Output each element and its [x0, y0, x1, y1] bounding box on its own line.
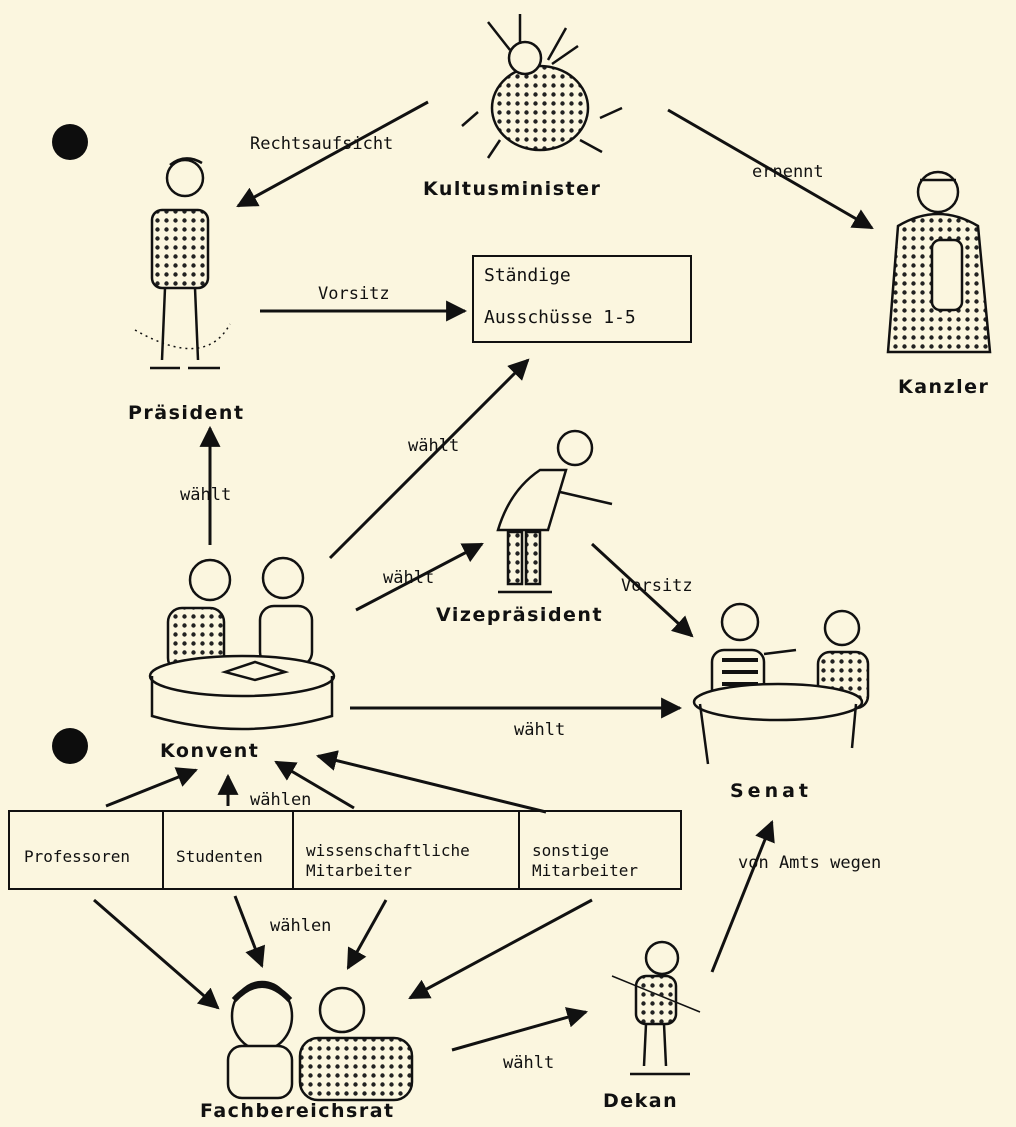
group-professoren: Professoren: [10, 812, 164, 888]
group-studenten-label: Studenten: [176, 847, 263, 866]
group-sonst-line2: Mitarbeiter: [532, 861, 638, 880]
group-professoren-label: Professoren: [24, 847, 130, 866]
edge-label-waehlt-praesident: wählt: [180, 485, 232, 505]
kanzler-cartoon: [886, 170, 992, 354]
arrow-ernennt: [667, 108, 874, 230]
arrow-sonstmit-fbr: [408, 898, 593, 1000]
senat-label: Senat: [730, 780, 813, 802]
vizepraesident-cartoon: [496, 429, 613, 594]
group-sonstige-mitarbeiter: sonstige Mitarbeiter: [518, 812, 680, 888]
group-wiss-mitarbeiter: wissenschaftliche Mitarbeiter: [292, 812, 520, 888]
kanzler-label: Kanzler: [898, 376, 990, 398]
edge-label-vorsitz-senat: Vorsitz: [621, 576, 693, 596]
binder-hole-top: [52, 124, 88, 160]
edge-label-ernennt: ernennt: [752, 162, 824, 182]
arrow-wissmit-konvent: [274, 760, 355, 810]
edge-label-von-amts-wegen: von Amts wegen: [738, 853, 882, 873]
arrow-professoren-konvent: [105, 767, 198, 808]
praesident-label: Präsident: [128, 402, 245, 424]
arrows: [93, 100, 874, 1052]
arrow-wissmit-fbr: [346, 899, 388, 970]
edge-label-vorsitz-ausschuesse: Vorsitz: [318, 284, 390, 304]
edge-label-waehlt-dekan: wählt: [503, 1053, 555, 1073]
arrow-waehlt-ausschuesse: [328, 358, 530, 560]
committee-title-line2: Ausschüsse 1-5: [484, 307, 636, 328]
edge-label-waehlen-fbr: wählen: [270, 916, 332, 936]
konvent-label: Konvent: [160, 740, 260, 762]
edge-label-rechtsaufsicht: Rechtsaufsicht: [250, 134, 394, 154]
konvent-cartoon: [148, 556, 336, 731]
arrow-studenten-fbr: [233, 895, 265, 968]
edge-label-waehlt-senat: wählt: [514, 720, 566, 740]
praesident-cartoon: [134, 157, 231, 370]
committee-title-line1: Ständige: [484, 265, 571, 286]
group-sonst-line1: sonstige: [532, 841, 610, 860]
senat-cartoon: [692, 602, 870, 765]
edge-label-waehlen-konvent: wählen: [250, 790, 312, 810]
group-studenten: Studenten: [162, 812, 294, 888]
member-groups-box: Professoren Studenten wissenschaftliche …: [8, 810, 682, 890]
kultusminister-label: Kultusminister: [423, 178, 602, 200]
vizepraesident-label: Vizepräsident: [436, 604, 604, 626]
fachbereichsrat-cartoon: [226, 980, 414, 1102]
arrow-rechtsaufsicht: [236, 100, 429, 208]
group-wiss-line1: wissenschaftliche: [306, 841, 470, 860]
arrow-von-amts-wegen: [710, 820, 775, 973]
dekan-cartoon: [611, 940, 701, 1076]
fachbereichsrat-label: Fachbereichsrat: [200, 1100, 395, 1122]
arrow-waehlt-vize: [355, 542, 484, 612]
committee-box: Ständige Ausschüsse 1-5: [472, 255, 692, 343]
binder-hole-bottom: [52, 728, 88, 764]
kultusminister-cartoon: [461, 14, 623, 159]
arrow-vorsitz-senat: [590, 542, 694, 638]
edge-label-waehlt-vize: wählt: [383, 568, 435, 588]
arrow-waehlt-dekan: [451, 1007, 589, 1052]
edge-label-waehlt-ausschuesse: wählt: [408, 436, 460, 456]
group-wiss-line2: Mitarbeiter: [306, 861, 412, 880]
arrow-professoren-fbr: [93, 898, 220, 1010]
arrow-sonstmit-konvent: [315, 750, 547, 814]
dekan-label: Dekan: [603, 1090, 679, 1112]
